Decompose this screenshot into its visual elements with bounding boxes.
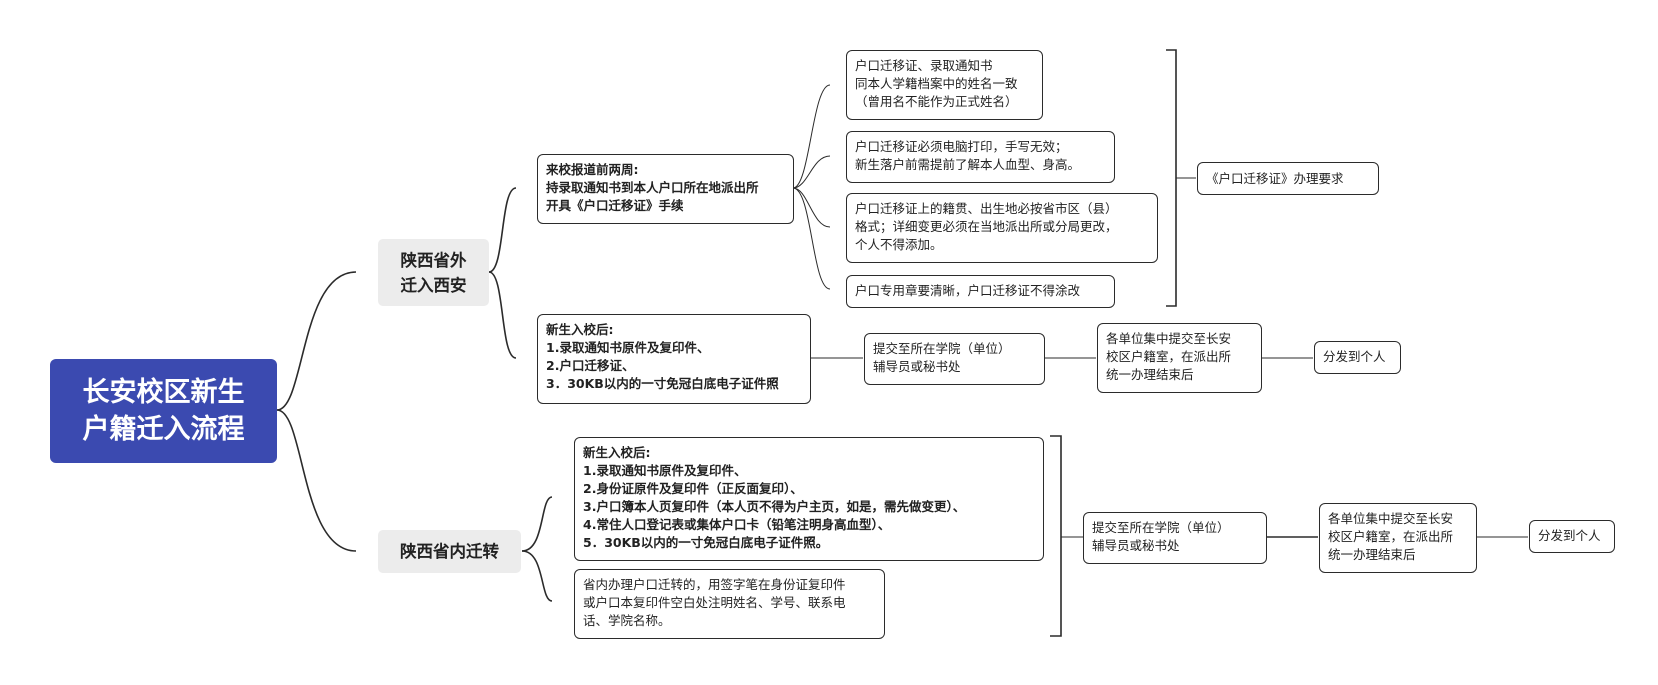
requirement-2: 户口迁移证必须电脑打印，手写无效； 新生落户前需提前了解本人血型、身高。 bbox=[846, 131, 1115, 183]
branch-inside-label: 陕西省内迁转 bbox=[378, 530, 521, 573]
bracket-outside bbox=[1166, 49, 1177, 307]
outside-submit-box: 提交至所在学院（单位） 辅导员或秘书处 bbox=[864, 333, 1045, 385]
inside-note-box: 省内办理户口迁转的，用签字笔在身份证复印件 或户口本复印件空白处注明姓名、学号、… bbox=[574, 569, 885, 639]
requirement-1: 户口迁移证、录取通知书 同本人学籍档案中的姓名一致 （曾用名不能作为正式姓名） bbox=[846, 50, 1043, 120]
connector-inside-materials bbox=[521, 496, 553, 552]
connector-inside-note bbox=[521, 550, 553, 602]
connector-outside-step1 bbox=[488, 187, 517, 273]
connector-req-2 bbox=[792, 155, 831, 189]
outside-distribute-box: 分发到个人 bbox=[1314, 341, 1401, 374]
outside-collect-box: 各单位集中提交至长安 校区户籍室，在派出所 统一办理结束后 bbox=[1097, 323, 1262, 393]
branch-outside-label: 陕西省外 迁入西安 bbox=[378, 239, 489, 306]
bracket-inside bbox=[1050, 435, 1062, 637]
connector-req-1 bbox=[792, 84, 831, 189]
requirements-summary: 《户口迁移证》办理要求 bbox=[1197, 162, 1379, 195]
requirement-3: 户口迁移证上的籍贯、出生地必按省市区（县） 格式；详细变更必须在当地派出所或分局… bbox=[846, 193, 1158, 263]
connector-outside-step2 bbox=[488, 271, 517, 359]
root-title: 长安校区新生 户籍迁入流程 bbox=[50, 359, 277, 463]
outside-step2-box: 新生入校后: 1.录取通知书原件及复印件、 2.户口迁移证、 3．30KB以内的… bbox=[537, 314, 811, 404]
outside-step1-box: 来校报道前两周: 持录取通知书到本人户口所在地派出所 开具《户口迁移证》手续 bbox=[537, 154, 794, 224]
connector-root-inside bbox=[276, 409, 357, 552]
inside-distribute-box: 分发到个人 bbox=[1529, 520, 1615, 553]
requirement-4: 户口专用章要清晰，户口迁移证不得涂改 bbox=[846, 275, 1115, 308]
inside-submit-box: 提交至所在学院（单位） 辅导员或秘书处 bbox=[1083, 512, 1267, 564]
inside-collect-box: 各单位集中提交至长安 校区户籍室，在派出所 统一办理结束后 bbox=[1319, 503, 1477, 573]
connector-root-outside bbox=[276, 271, 357, 411]
inside-materials-box: 新生入校后: 1.录取通知书原件及复印件、 2.身份证原件及复印件（正反面复印）… bbox=[574, 437, 1044, 561]
connector-req-4 bbox=[792, 187, 831, 290]
connector-req-3 bbox=[792, 187, 831, 228]
